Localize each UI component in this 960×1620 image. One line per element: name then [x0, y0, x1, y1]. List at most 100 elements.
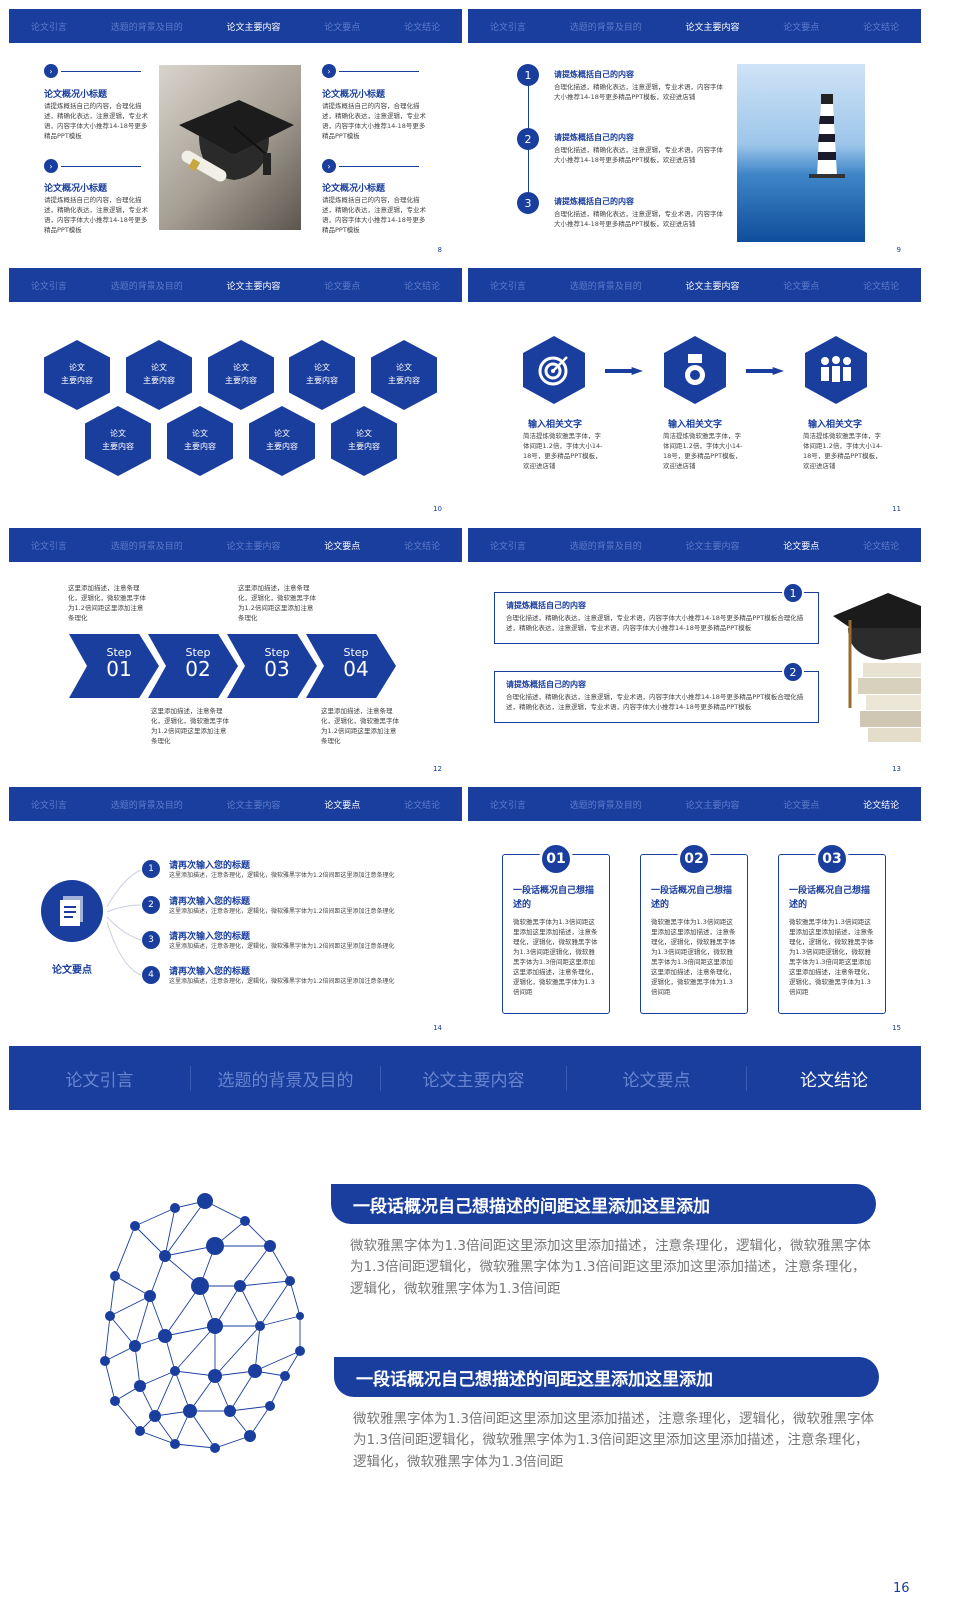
nav-main-content[interactable]: 论文主要内容: [685, 281, 740, 292]
hex-line2: 主要内容: [143, 376, 175, 385]
nav-conclusion[interactable]: 论文结论: [863, 281, 900, 292]
center-label: 论文要点: [52, 965, 92, 976]
divider: [339, 71, 419, 72]
nav-background[interactable]: 选题的背景及目的: [110, 281, 183, 292]
arrow-right-icon: [605, 367, 643, 375]
item-title: 输入相关文字: [668, 420, 723, 430]
nav-conclusion[interactable]: 论文结论: [404, 281, 441, 292]
nav-key-points[interactable]: 论文要点: [783, 22, 820, 33]
nav-conclusion[interactable]: 论文结论: [863, 22, 900, 33]
hex-line1: 论文: [69, 363, 85, 373]
hexagon-item[interactable]: 论文主要内容: [85, 406, 151, 476]
nav-main-content[interactable]: 论文主要内容: [685, 800, 740, 811]
nav-main-content[interactable]: 论文主要内容: [226, 281, 281, 292]
nav-intro[interactable]: 论文引言: [30, 800, 67, 811]
nav-conclusion[interactable]: 论文结论: [863, 541, 900, 552]
arrow-icon: ›: [322, 159, 336, 173]
nav-intro[interactable]: 论文引言: [30, 281, 67, 292]
item-title: 请提炼概括自己的内容: [554, 70, 634, 79]
nav-background[interactable]: 选题的背景及目的: [569, 541, 642, 552]
content-box: [494, 671, 819, 723]
hexagon-item[interactable]: 论文主要内容: [289, 340, 355, 410]
hexagon-item[interactable]: 论文主要内容: [331, 406, 397, 476]
card-text: 微软雅黑字体为1.3倍间距这里添加这里添加描述，注意条理化，逻辑化，微软雅黑字体…: [513, 918, 598, 997]
nav-conclusion[interactable]: 论文结论: [863, 800, 900, 811]
slide-11[interactable]: 论文引言 选题的背景及目的 论文主要内容 论文要点 论文结论 输入相关文字 简洁…: [468, 268, 921, 519]
nav-key-points[interactable]: 论文要点: [783, 541, 820, 552]
nav-key-points[interactable]: 论文要点: [324, 22, 361, 33]
arrow-icon: ›: [44, 159, 58, 173]
nav-key-points[interactable]: 论文要点: [783, 281, 820, 292]
slide-12[interactable]: 论文引言 选题的背景及目的 论文主要内容 论文要点 论文结论 这里添加描述，注意…: [9, 528, 462, 779]
slide-15[interactable]: 论文引言 选题的背景及目的 论文主要内容 论文要点 论文结论 01 一段话概况自…: [468, 787, 921, 1038]
nav-main-content[interactable]: 论文主要内容: [226, 541, 281, 552]
arrow-right-icon: [746, 367, 784, 375]
hexagon-item[interactable]: 论文主要内容: [249, 406, 315, 476]
content-box: [494, 592, 819, 644]
nav-intro[interactable]: 论文引言: [489, 541, 526, 552]
nav-key-points[interactable]: 论文要点: [567, 1065, 747, 1091]
nav-conclusion[interactable]: 论文结论: [800, 1070, 868, 1091]
nav-main-content[interactable]: 论文主要内容: [226, 800, 281, 811]
nav-conclusion[interactable]: 论文结论: [404, 22, 441, 33]
nav-background[interactable]: 选题的背景及目的: [110, 800, 183, 811]
hexagon-item[interactable]: 论文主要内容: [126, 340, 192, 410]
slide-10[interactable]: 论文引言 选题的背景及目的 论文主要内容 论文要点 论文结论 论文主要内容 论文…: [9, 268, 462, 519]
nav-key-points[interactable]: 论文要点: [783, 800, 820, 811]
card-text: 微软雅黑字体为1.3倍间距这里添加这里添加描述，注意条理化，逻辑化，微软雅黑字体…: [789, 918, 874, 997]
block-title-pill: 一段话概况自己想描述的间距这里添加这里添加: [331, 1184, 876, 1224]
block-title-pill: 一段话概况自己想描述的间距这里添加这里添加: [334, 1357, 879, 1397]
slide-14[interactable]: 论文引言 选题的背景及目的 论文主要内容 论文要点 论文结论 论文要点 1 请再…: [9, 787, 462, 1038]
nav-background[interactable]: 选题的背景及目的: [569, 800, 642, 811]
item-number: 1: [782, 582, 804, 604]
slide-13[interactable]: 论文引言 选题的背景及目的 论文主要内容 论文要点 论文结论 1 请提炼概括自己…: [468, 528, 921, 779]
nav-intro[interactable]: 论文引言: [30, 541, 67, 552]
hex-line1: 论文: [314, 363, 330, 373]
nav-conclusion[interactable]: 论文结论: [404, 800, 441, 811]
nav-background[interactable]: 选题的背景及目的: [110, 541, 183, 552]
nav-background[interactable]: 选题的背景及目的: [191, 1065, 381, 1091]
step-number: 04: [343, 657, 369, 681]
nav-intro[interactable]: 论文引言: [489, 800, 526, 811]
item-number: 2: [782, 661, 804, 683]
step-desc: 这里添加描述，注意条理化，逻辑化，微软雅黑字体为1.2倍间距这里添加注意条理化: [68, 584, 146, 623]
point-card[interactable]: [502, 854, 610, 1014]
nav-intro[interactable]: 论文引言: [489, 22, 526, 33]
slide-16[interactable]: 论文引言 选题的背景及目的 论文主要内容 论文要点 论文结论 一段话概况自己想描…: [0, 1046, 960, 1620]
nav-background[interactable]: 选题的背景及目的: [569, 281, 642, 292]
hexagon-item[interactable]: 论文主要内容: [44, 340, 110, 410]
slide-8[interactable]: 论文引言 选题的背景及目的 论文主要内容 论文要点 论文结论 › 论文概况小标题…: [9, 9, 462, 260]
hex-line2: 主要内容: [225, 376, 257, 385]
nav-key-points[interactable]: 论文要点: [324, 541, 361, 552]
point-card[interactable]: [640, 854, 748, 1014]
nav-conclusion[interactable]: 论文结论: [404, 541, 441, 552]
item-title: 输入相关文字: [808, 420, 863, 430]
nav-main-content[interactable]: 论文主要内容: [226, 22, 281, 33]
nav-background[interactable]: 选题的背景及目的: [569, 22, 642, 33]
block-title: 论文概况小标题: [44, 184, 108, 194]
slide-9[interactable]: 论文引言 选题的背景及目的 论文主要内容 论文要点 论文结论 1 请提炼概括自己…: [468, 9, 921, 260]
nav-intro[interactable]: 论文引言: [9, 1065, 191, 1091]
page-number: 13: [892, 765, 901, 773]
hexagon-item[interactable]: 论文主要内容: [371, 340, 437, 410]
nav-main-content[interactable]: 论文主要内容: [685, 541, 740, 552]
nav-bar: 论文引言 选题的背景及目的 论文主要内容 论文要点 论文结论: [9, 268, 462, 302]
nav-key-points[interactable]: 论文要点: [324, 281, 361, 292]
hexagon-item[interactable]: 论文主要内容: [167, 406, 233, 476]
nav-intro[interactable]: 论文引言: [489, 281, 526, 292]
item-title: 请提炼概括自己的内容: [554, 197, 634, 206]
arrow-icon: ›: [322, 64, 336, 78]
nav-main-content[interactable]: 论文主要内容: [381, 1065, 567, 1091]
nav-key-points[interactable]: 论文要点: [324, 800, 361, 811]
block-title: 论文概况小标题: [44, 90, 108, 100]
lighthouse-photo: [737, 64, 865, 242]
nav-background[interactable]: 选题的背景及目的: [110, 22, 183, 33]
nav-intro[interactable]: 论文引言: [30, 22, 67, 33]
nav-main-content[interactable]: 论文主要内容: [685, 22, 740, 33]
hexagon-item[interactable]: 论文主要内容: [208, 340, 274, 410]
step-number: 2: [517, 128, 539, 150]
